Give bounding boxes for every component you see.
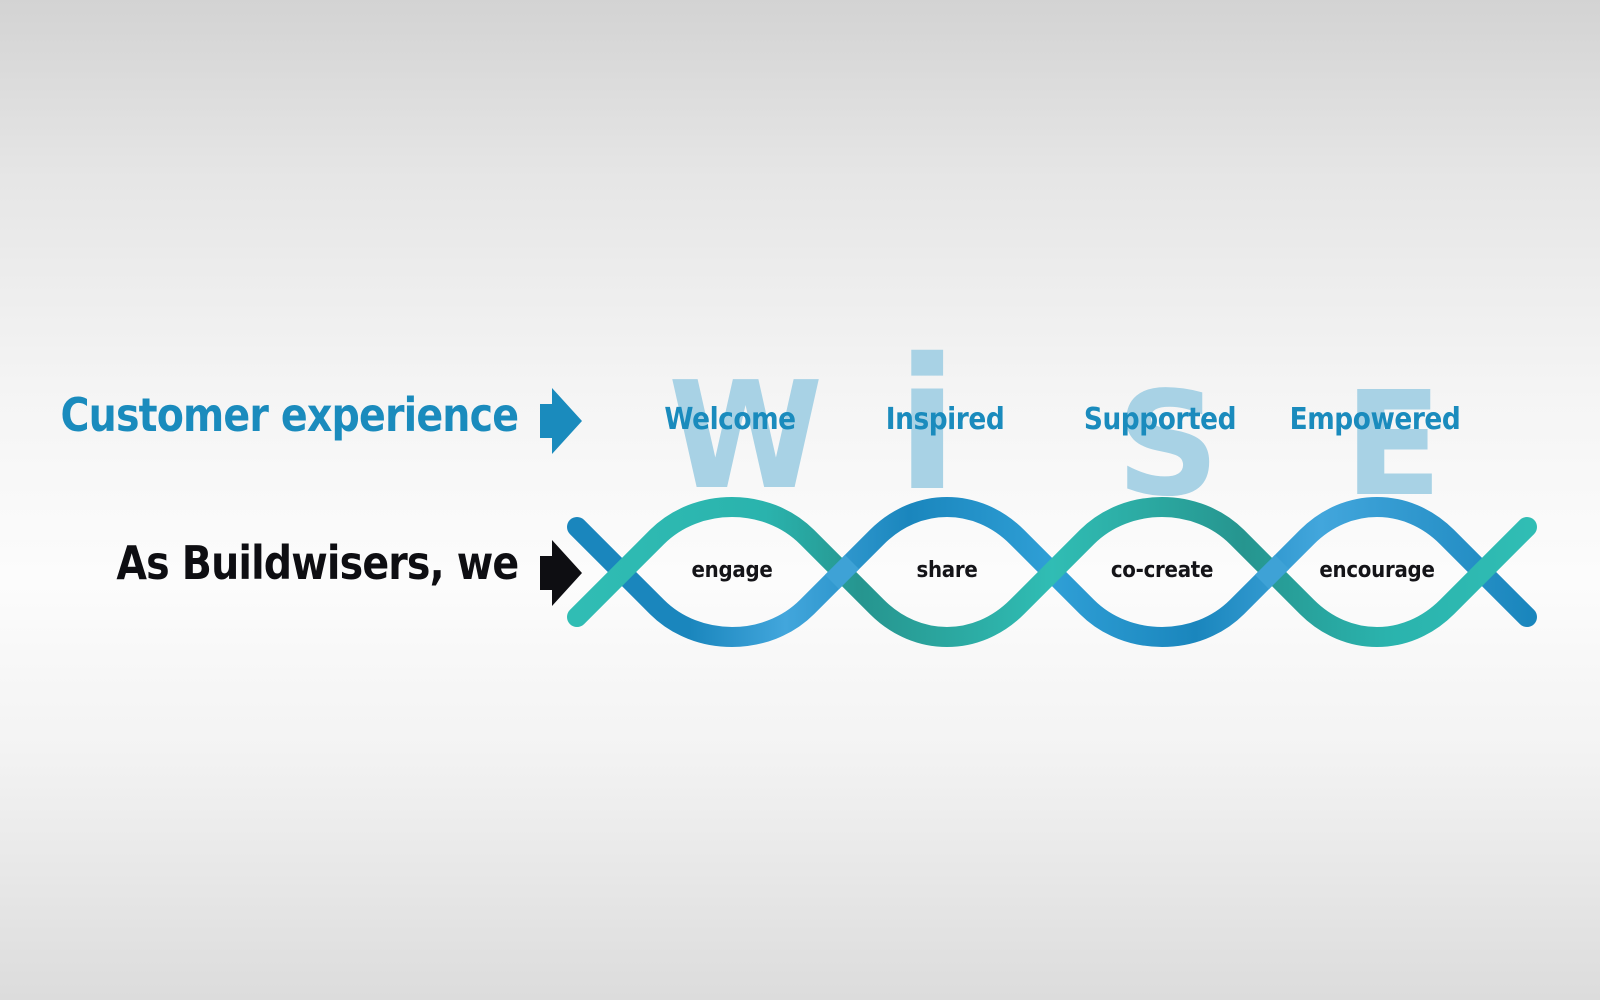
experience-word-empowered: Empowered (1289, 402, 1461, 437)
acronym-letter-i: i (896, 319, 959, 531)
action-word-encourage: encourage (1319, 558, 1435, 583)
arrow-right-icon (540, 388, 582, 454)
buildwisers-label: As Buildwisers, we (116, 536, 519, 590)
action-word-share: share (916, 558, 978, 583)
acronym-letter-e: E (1344, 360, 1443, 528)
experience-word-supported: Supported (1083, 402, 1237, 437)
blue-strand-crossing (824, 554, 860, 590)
arrow-right-icon (540, 540, 582, 606)
blue-strand-crossing (1254, 554, 1290, 590)
teal-strand (567, 497, 1537, 647)
action-word-engage: engage (691, 558, 773, 583)
experience-word-inspired: Inspired (885, 402, 1005, 437)
experience-word-welcome: Welcome (664, 402, 796, 437)
action-word-co-create: co-create (1110, 558, 1214, 583)
customer-experience-label: Customer experience (60, 388, 519, 442)
acronym-letter-w: W (668, 350, 824, 522)
acronym-letter-s: S (1116, 360, 1220, 528)
